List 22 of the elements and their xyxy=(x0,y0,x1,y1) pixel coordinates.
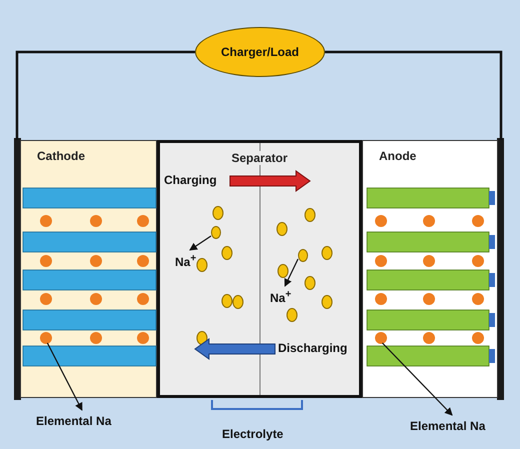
callout-label: Na$^{+}$ xyxy=(270,291,292,305)
leader-line xyxy=(284,258,299,287)
separator-panel xyxy=(157,140,362,398)
leader-line xyxy=(189,236,212,251)
sodium-atom xyxy=(40,332,52,344)
sodium-ion xyxy=(298,249,308,262)
panel-heading: Anode xyxy=(378,149,418,163)
arrow-label: Charging xyxy=(164,173,217,187)
leader-line xyxy=(46,342,82,411)
arrow-label: Discharging xyxy=(278,341,348,355)
device-label: Charger/Load xyxy=(220,45,299,59)
callout-label: Electrolyte xyxy=(222,427,284,441)
wire xyxy=(325,50,502,140)
callout-label: Na$^{+}$ xyxy=(175,255,196,269)
sodium-ion xyxy=(211,226,221,239)
callout-label: Elemental Na xyxy=(410,419,486,433)
panel-heading: Cathode xyxy=(36,149,86,163)
callout-label: Elemental Na xyxy=(36,414,112,428)
electrode-panel xyxy=(362,140,498,398)
sodium-atom xyxy=(375,332,387,344)
electrode-panel xyxy=(20,140,157,398)
wire xyxy=(16,50,195,140)
